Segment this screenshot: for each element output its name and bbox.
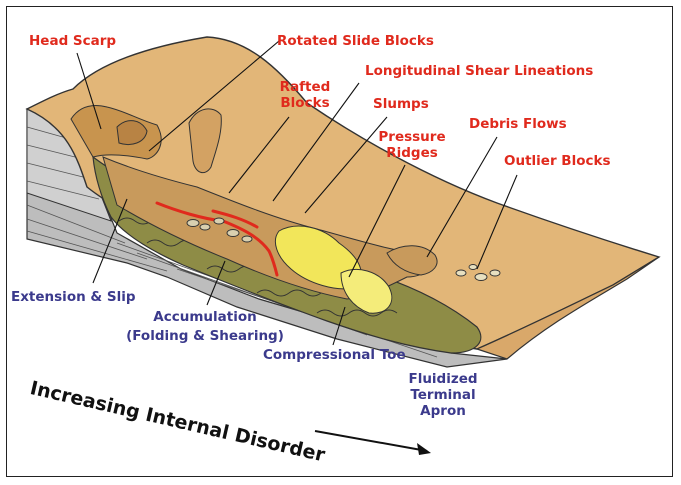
label-fluidized-terminal-apron: Fluidized Terminal Apron <box>403 371 483 419</box>
label-compressional-toe: Compressional Toe <box>263 347 406 363</box>
label-rafted-blocks-line1: Rafted <box>279 79 331 95</box>
debris-flow-lobe <box>386 245 438 276</box>
rotated-slide-block <box>116 120 148 145</box>
shear-lineations <box>155 201 279 277</box>
label-accumulation-line2: (Folding & Shearing) <box>126 328 284 344</box>
label-pressure-ridges-line1: Pressure <box>378 129 446 145</box>
outlier-blocks <box>455 264 501 281</box>
rotated-slide-block <box>188 108 222 174</box>
label-fluidized-line3: Apron <box>420 403 466 419</box>
label-outlier-blocks: Outlier Blocks <box>504 153 611 169</box>
figure-frame: Head Scarp Rotated Slide Blocks Rafted B… <box>6 6 673 477</box>
label-slumps: Slumps <box>373 96 429 112</box>
label-pressure-ridges-line2: Ridges <box>386 145 438 161</box>
label-rafted-blocks-line2: Blocks <box>280 95 330 111</box>
head-scarp-wall <box>70 105 162 160</box>
label-head-scarp: Head Scarp <box>29 33 117 49</box>
label-fluidized-line2: Terminal <box>410 387 476 403</box>
label-debris-flows: Debris Flows <box>469 116 567 132</box>
disorder-arrow <box>314 430 431 455</box>
distal-seafloor <box>475 256 660 360</box>
label-rafted-blocks: Rafted Blocks <box>275 79 335 111</box>
label-extension-slip: Extension & Slip <box>11 289 136 305</box>
label-longitudinal-shear-lineations: Longitudinal Shear Lineations <box>365 63 594 79</box>
slump-lobe <box>340 269 393 314</box>
label-rotated-slide-blocks: Rotated Slide Blocks <box>277 33 434 49</box>
rafted-blocks <box>186 217 253 243</box>
label-accumulation: Accumulation (Folding & Shearing) <box>113 309 297 344</box>
label-pressure-ridges: Pressure Ridges <box>377 129 447 161</box>
leader-lines <box>76 40 518 346</box>
submarine-landslide-block-diagram <box>25 36 661 455</box>
label-fluidized-line1: Fluidized <box>408 371 478 387</box>
label-accumulation-line1: Accumulation <box>153 309 257 325</box>
